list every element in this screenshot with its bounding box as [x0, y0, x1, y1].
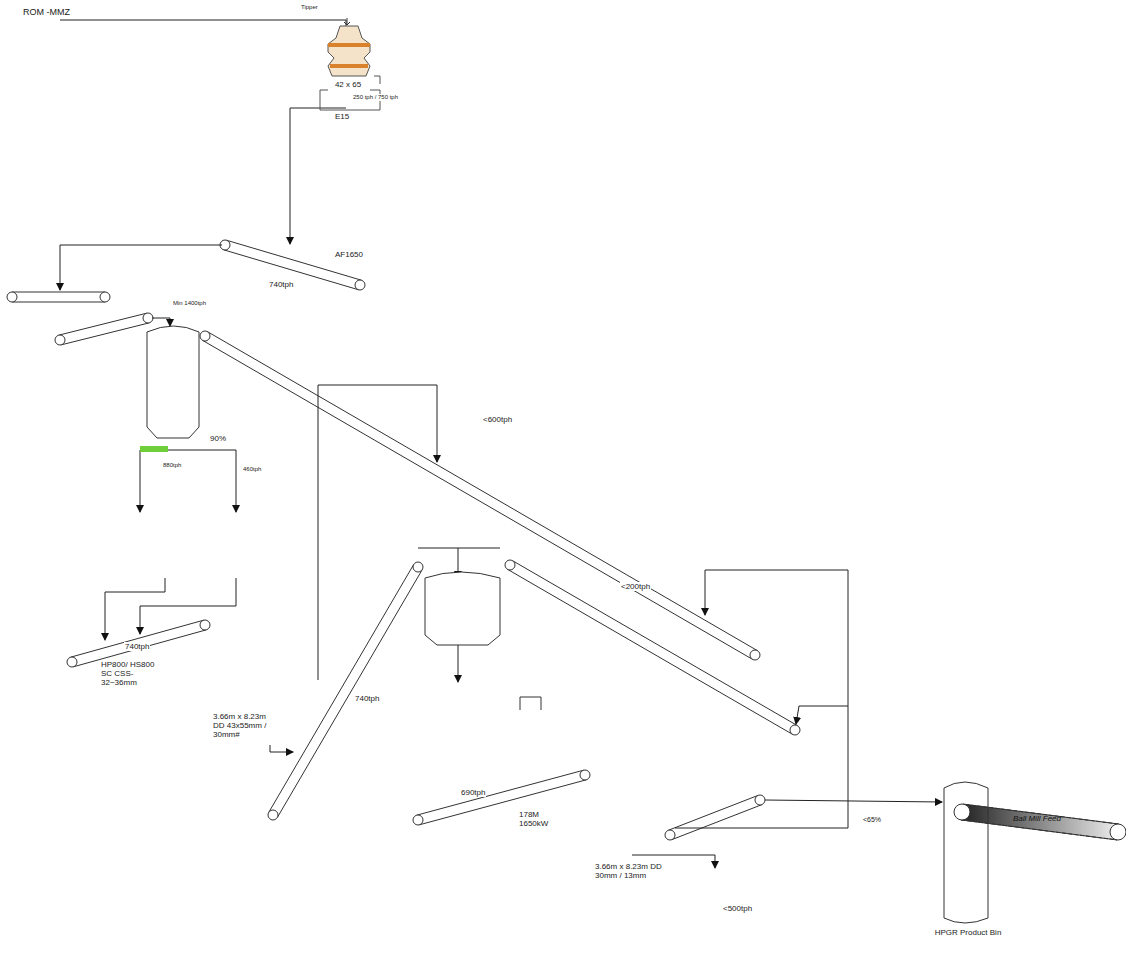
flow-line: [318, 385, 437, 680]
belt-edge: [277, 570, 422, 818]
conveyor-belt: [55, 313, 153, 345]
flow-line: [160, 450, 236, 512]
pulley: [755, 795, 765, 805]
belt-edge: [417, 770, 584, 815]
belt-edge: [963, 804, 1119, 824]
pulley: [55, 335, 65, 345]
process-note: HP800/ HS800 SC CSS- 32~36mm: [100, 660, 164, 688]
belt-edge: [71, 620, 204, 657]
pulley: [580, 770, 590, 780]
flow-line: [458, 645, 459, 682]
conveyor-belt: [954, 804, 1126, 840]
pulley: [200, 620, 210, 630]
flow-line: [675, 570, 848, 828]
surge-bin-2: [425, 572, 500, 645]
flow-line: [60, 245, 222, 290]
node-label: 42 x 65: [318, 80, 378, 89]
chute-bracket: [520, 697, 541, 710]
belt-edge: [672, 805, 762, 840]
process-note: 178M 1650kW: [518, 810, 570, 828]
pulley: [954, 804, 970, 820]
process-note: 3.66m x 8.23m DD 43x55mm / 30mm#: [212, 712, 280, 740]
pulley: [505, 560, 515, 570]
flow-line: [140, 578, 236, 634]
flow-line: [140, 450, 160, 512]
pulley: [750, 650, 760, 660]
belt-edge: [202, 340, 752, 659]
belt-edge: [208, 332, 758, 651]
conveyor-belt: [268, 562, 423, 820]
belt-edge: [59, 313, 147, 335]
pulley: [413, 562, 423, 572]
belt-edge: [513, 561, 798, 726]
crusher-band: [328, 43, 370, 47]
flow-line: [105, 578, 165, 640]
pulley: [413, 815, 423, 825]
belt-edge: [61, 323, 149, 345]
node-label: HPGR Product Bin: [928, 928, 1008, 937]
process-note: 740tph: [354, 694, 380, 703]
pulley: [7, 292, 17, 302]
flow-line: [152, 318, 170, 326]
process-note: E15: [334, 112, 350, 121]
belt-edge: [12, 302, 105, 303]
process-note: ROM -MMZ: [22, 7, 71, 17]
conveyor-label: Ball Mill Feed: [1012, 814, 1062, 823]
process-note: <65%: [862, 816, 882, 824]
storage-bin: HPGR Product Bin: [938, 778, 998, 956]
belt-edge: [668, 795, 758, 830]
pulley: [200, 331, 210, 341]
process-note: 880tph: [162, 462, 182, 469]
pulley: [665, 830, 675, 840]
flow-line: [796, 706, 848, 724]
process-note: AF1650: [334, 250, 364, 259]
bin-outline: [145, 322, 203, 448]
conveyors: [7, 240, 1126, 840]
bin-body: [147, 326, 199, 438]
process-note: <500tph: [722, 904, 753, 913]
belt-edge: [12, 292, 105, 293]
conveyor-belt: [665, 795, 765, 840]
pulley: [790, 725, 800, 735]
conveyor-belt: [220, 240, 365, 290]
pulley: [67, 657, 77, 667]
conveyor-belt: [7, 292, 110, 302]
flow-line: [290, 108, 346, 244]
crusher-band: [330, 64, 368, 68]
process-note: 250 tph / 750 tph: [352, 94, 399, 101]
feeder-marker: [140, 446, 168, 452]
pulley: [100, 292, 110, 302]
flow-line: [705, 570, 706, 615]
flow-line: [418, 548, 500, 549]
process-note: Min 1400tph: [172, 300, 207, 307]
conveyor-belt: [505, 560, 800, 735]
process-note: 690tph: [460, 788, 486, 797]
feed-tick: [344, 18, 350, 25]
process-note: 3.66m x 8.23m DD 30mm / 13mm: [594, 862, 672, 880]
belt-edge: [269, 564, 414, 812]
storage-bin: 90%: [145, 322, 203, 448]
pulley: [1110, 824, 1126, 840]
flow-line: [765, 800, 942, 802]
belt-edge: [507, 569, 792, 734]
bin-body: [944, 782, 988, 923]
flow-arrows: [60, 20, 942, 868]
process-note: 740tph: [124, 642, 150, 651]
pulley: [268, 810, 278, 820]
process-note: 740tph: [268, 280, 294, 289]
flow-line: [60, 20, 346, 44]
conveyor-belt: [200, 331, 760, 660]
belt-fill: [961, 804, 1119, 840]
process-note: <200tph: [620, 582, 651, 591]
flow-line: [270, 745, 293, 752]
pulley: [355, 280, 365, 290]
process-note: 460tph: [242, 466, 262, 473]
process-note: Tipper: [300, 4, 319, 11]
node-label: 90%: [203, 434, 233, 443]
pulley: [143, 313, 153, 323]
belt-edge: [226, 240, 361, 280]
process-note: <600tph: [482, 415, 513, 424]
crusher-body: [328, 26, 370, 76]
